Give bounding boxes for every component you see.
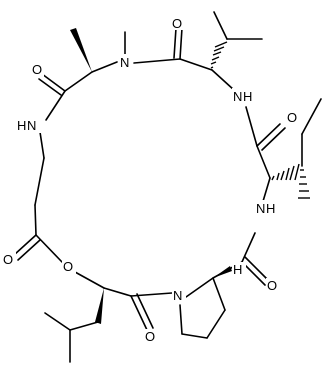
atom-nh-left-h: H: [17, 118, 26, 133]
hash-ile-methyl: [298, 169, 310, 199]
bond-carbonyl-o-val: [179, 27, 183, 60]
bond-carbonyl-o-hiv-double: [136, 293, 154, 329]
bond-carbonyl-n-pro: [130, 292, 173, 297]
bond-calpha-cbeta-pro: [212, 277, 226, 311]
bond-cgamma-cdelta-ile: [301, 98, 322, 135]
bond-carbonyl-o-hiv: [130, 295, 148, 331]
bond-calpha-carbonyl-ile: [256, 145, 271, 179]
bond-ch2-ch2: [34, 157, 45, 206]
stereo-bonds: [70, 28, 310, 324]
bond-n-ch2-a: [39, 131, 45, 159]
atom-labels: N O O N H O H N N H O O H O N O: [2, 16, 300, 345]
bond-carbonyl-n-ala: [45, 90, 66, 121]
atom-nh-right-n: N: [256, 201, 265, 216]
bond-n-calpha-val: [211, 69, 235, 91]
bond-cbeta-cgamma-pro: [206, 309, 226, 339]
atom-nh-top-h: H: [243, 89, 252, 104]
atom-o-carbonyl-ala: O: [32, 62, 42, 77]
wedge-pro-h: [213, 266, 232, 278]
atom-o-ester: O: [63, 259, 73, 274]
bond-carbonyl-o-ester: [35, 234, 63, 263]
bond-ch2-carbonyl-ester: [34, 204, 37, 236]
bond-carbonyl-o-ala-double: [38, 78, 62, 96]
bond-carbonyl-o-ala: [41, 73, 66, 92]
hash-ile-sidechain: [271, 163, 300, 181]
bond-calpha-carbonyl-hiv: [103, 287, 132, 297]
atom-nh-left-n: N: [27, 118, 36, 133]
bond-carbonyl-o-ile: [256, 123, 281, 147]
bond-ester-carbonyl-o: [13, 234, 37, 256]
atom-o-carbonyl-hiv: O: [145, 329, 155, 344]
atom-n-methyl: N: [120, 55, 129, 70]
bond-cbeta-me1-val: [213, 11, 228, 40]
bond-ch2-ch-hiv: [69, 321, 99, 331]
bond-carbonyl-n-val: [245, 106, 258, 147]
wedge-ala-methyl: [70, 28, 92, 72]
bond-ch-me1-hiv: [44, 312, 71, 331]
bond-calpha-carbonyl-val: [179, 58, 213, 71]
bond-carbonyl-n-methyl: [133, 58, 181, 64]
bond-n-calpha-pro: [185, 277, 214, 298]
hash-val-isopropyl: [210, 41, 228, 69]
bond-carbonyl-o-ile-double: [261, 127, 286, 151]
bond-calpha-carbonyl-ala: [64, 71, 93, 92]
bond-n-calpha-ala: [91, 61, 118, 73]
bond-skeleton: [13, 11, 322, 363]
atom-nh-top-n: N: [233, 89, 242, 104]
bond-carbonyl-o-pro-double: [244, 256, 269, 281]
atom-o-carbonyl-ester: O: [3, 252, 13, 267]
atom-nh-right-h: H: [266, 201, 275, 216]
wedge-hiv-sidechain: [95, 288, 104, 324]
atom-n-proline: N: [173, 288, 182, 303]
atom-h-proline: H: [233, 262, 242, 277]
bond-carbonyl-n-ile: [241, 232, 256, 263]
bond-cdelta-n-pro: [179, 304, 183, 335]
bond-o-calpha-hiv: [74, 271, 105, 289]
atom-o-carbonyl-ile: O: [287, 110, 297, 125]
bond-carbonyl-o-val-double: [173, 27, 177, 59]
atom-o-carbonyl-val: O: [172, 16, 182, 31]
bond-ester-carbonyl-o-double: [17, 239, 41, 261]
atom-o-carbonyl-pro: O: [267, 278, 277, 293]
bond-cgamma-cdelta-pro: [181, 333, 208, 339]
